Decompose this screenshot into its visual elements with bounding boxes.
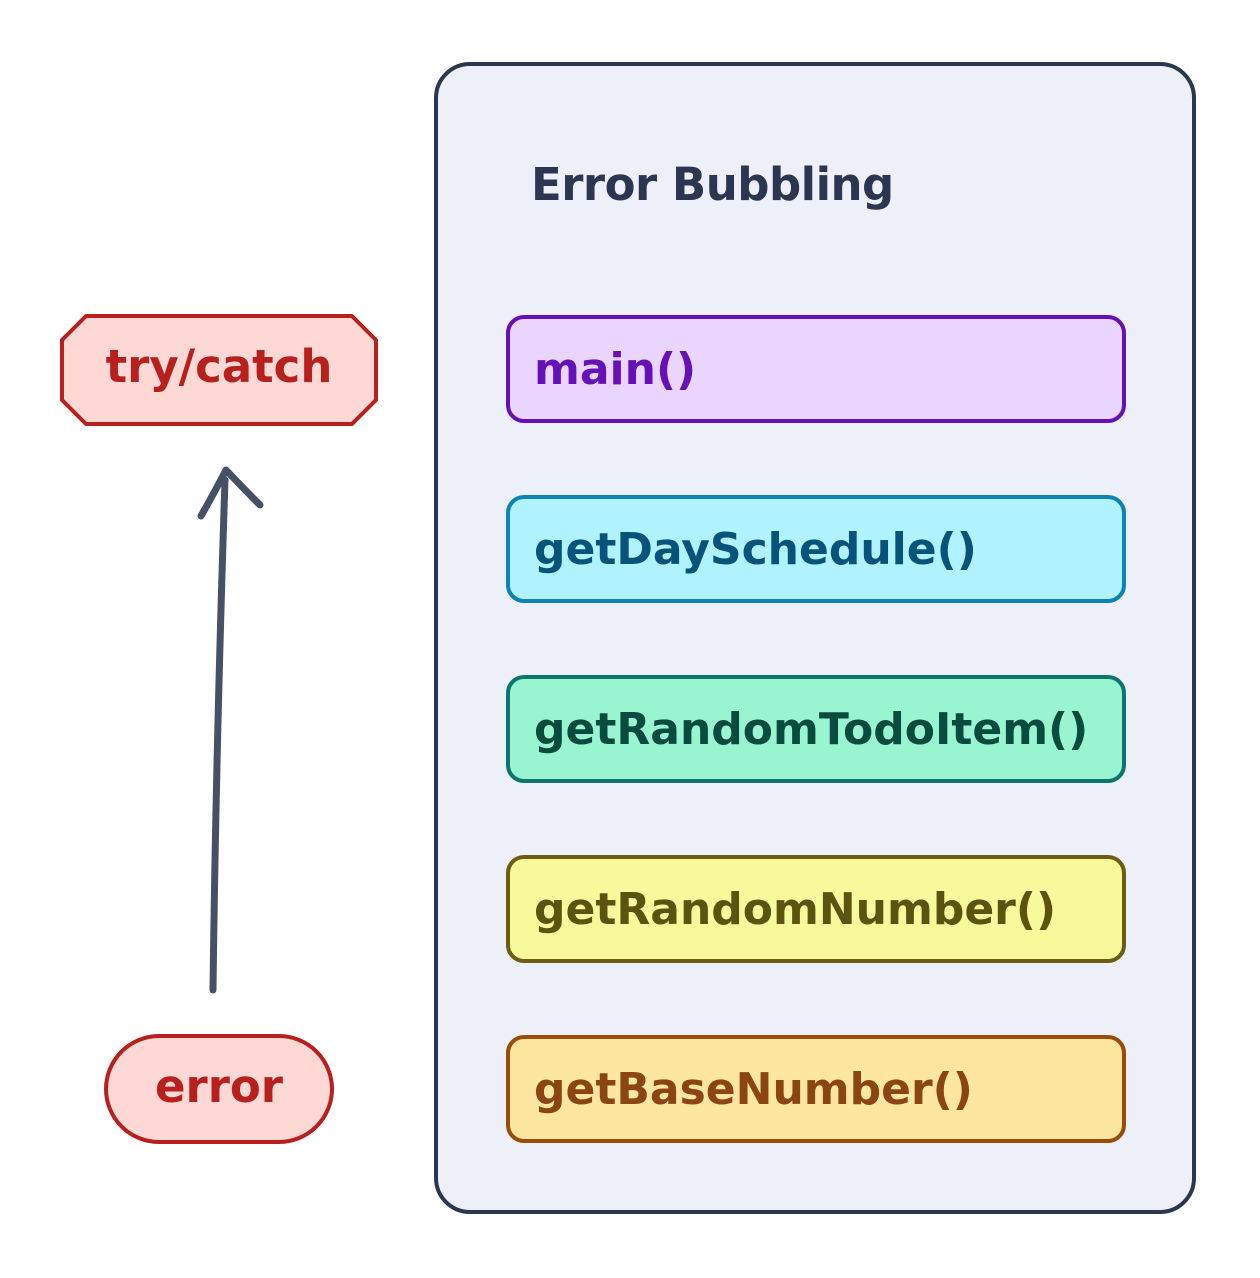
stack-frame-get-base-number: getBaseNumber() [506, 1035, 1126, 1143]
bubble-up-arrowhead-icon [197, 466, 264, 520]
bubble-up-arrow-shaft [209, 476, 229, 994]
try-catch-node-shape [60, 314, 378, 426]
stack-frame-get-random-todo-item: getRandomTodoItem() [506, 675, 1126, 783]
error-node-shape [104, 1034, 334, 1144]
error-node: error [154, 1060, 283, 1113]
call-stack-panel [434, 62, 1196, 1214]
stack-frame-get-random-number: getRandomNumber() [506, 855, 1126, 963]
try-catch-node: try/catch [105, 340, 333, 393]
stack-frame-get-day-schedule: getDaySchedule() [506, 495, 1126, 603]
panel-title: Error Bubbling [531, 158, 894, 211]
stack-frame-main: main() [506, 315, 1126, 423]
